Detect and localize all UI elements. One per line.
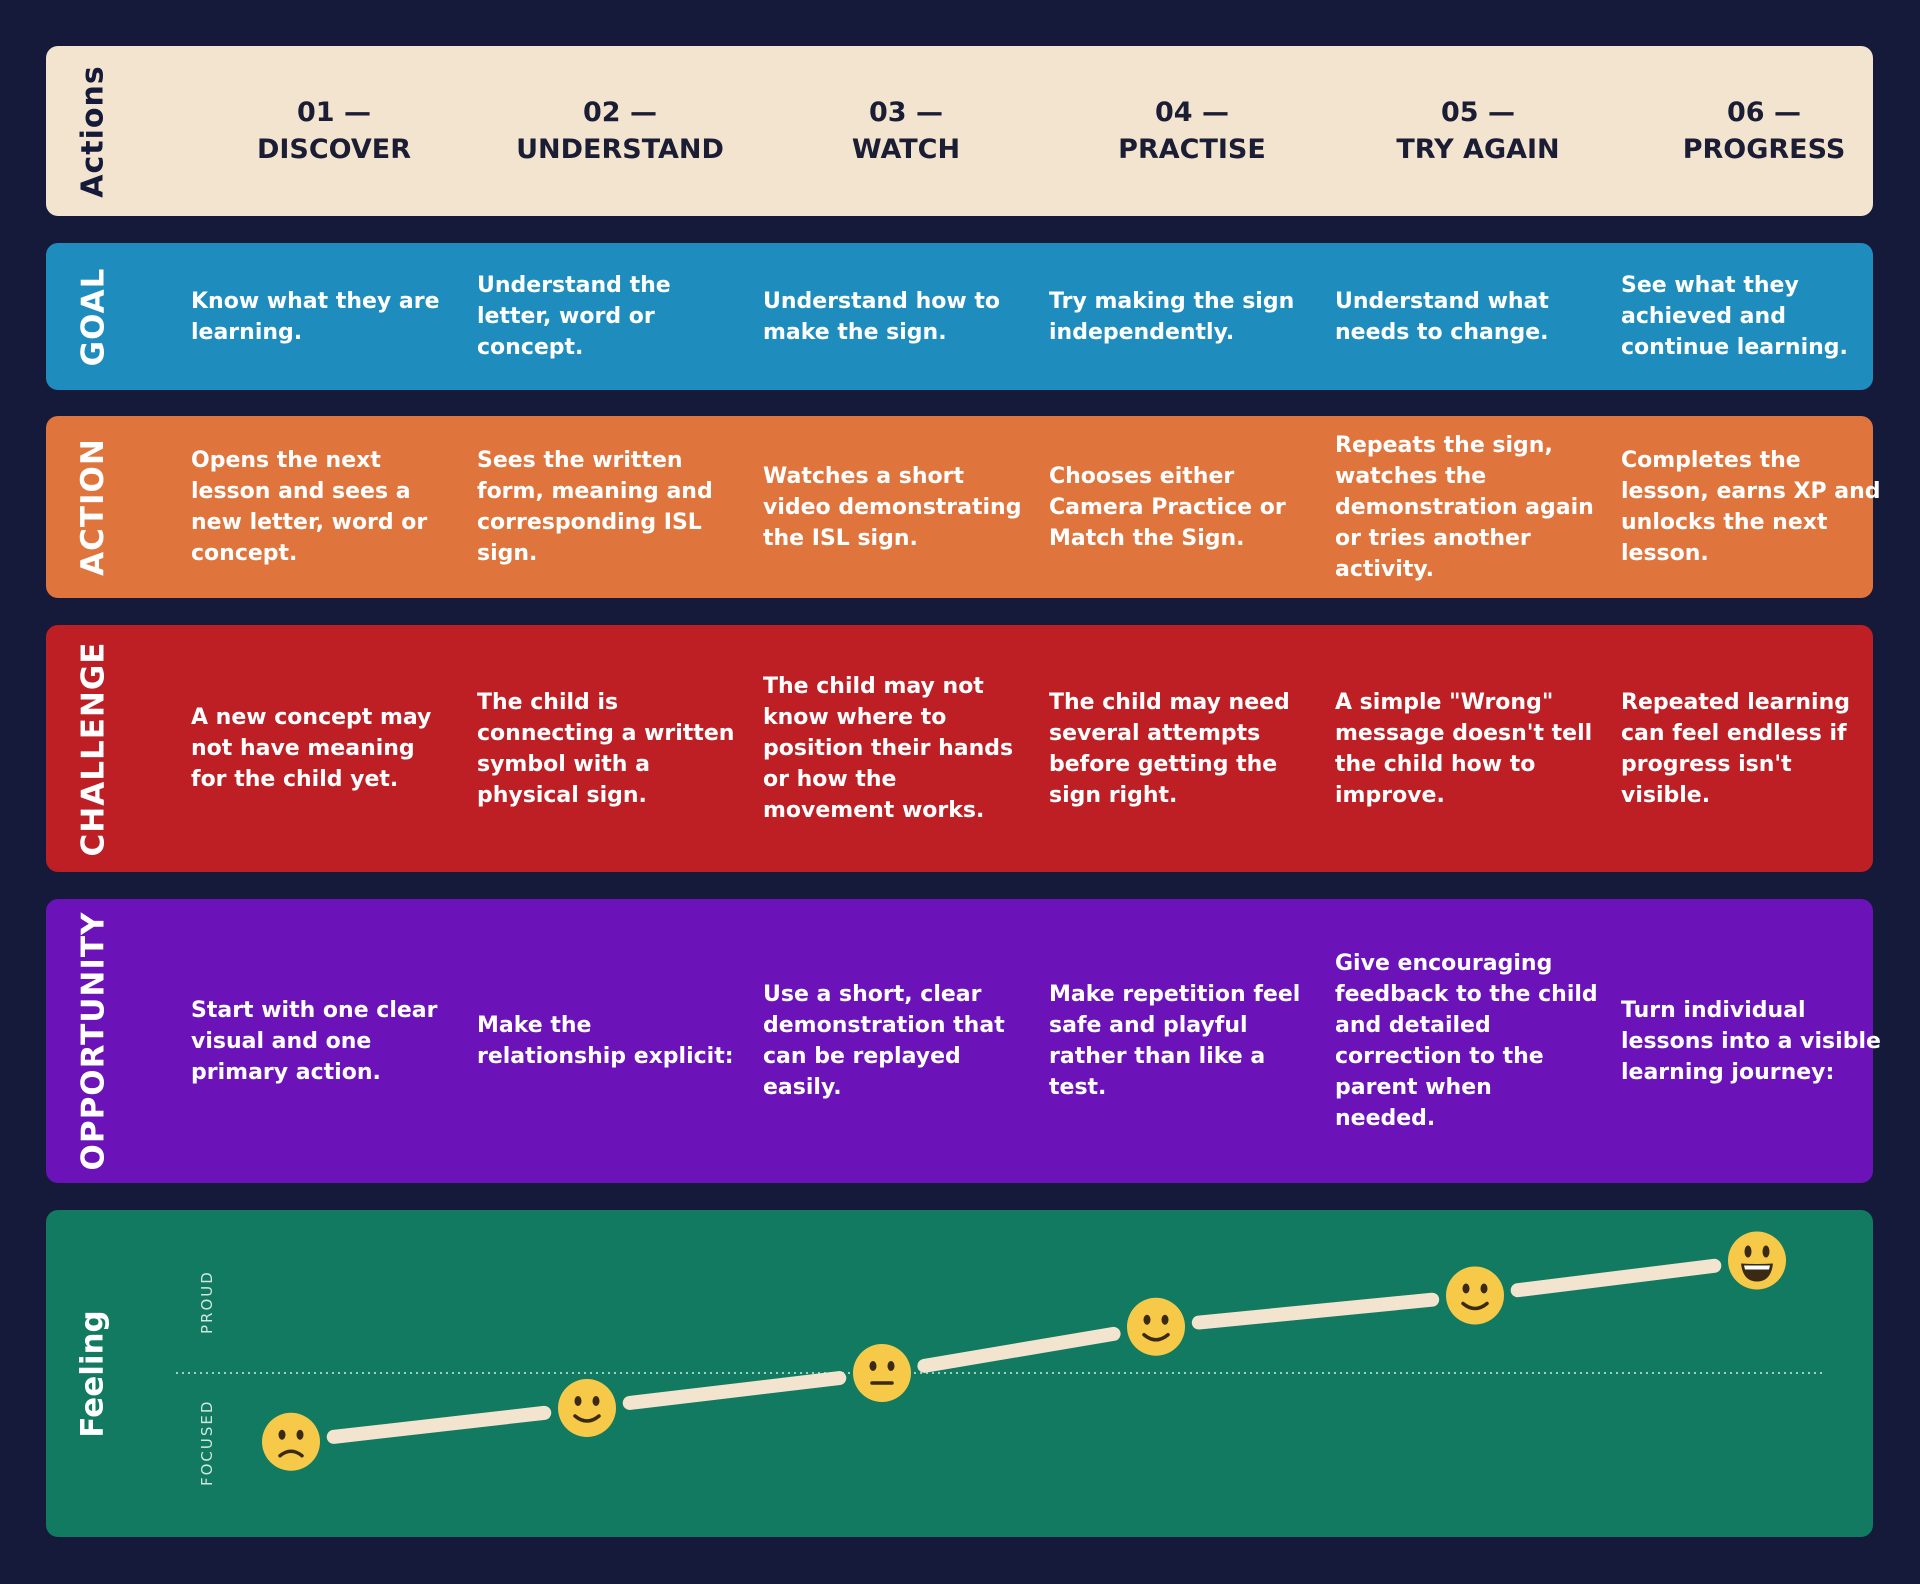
goal-cell: Understand how to make the sign. (763, 288, 1000, 345)
challenge-cell: The child may need several attempts befo… (1049, 689, 1290, 808)
step-name: PROGRESS (1682, 134, 1846, 165)
step-name: UNDERSTAND (516, 134, 724, 165)
sad-face-icon (262, 1412, 320, 1471)
step-name: DISCOVER (256, 134, 412, 165)
goal-cells: Know what they are learning. Understand … (191, 243, 1873, 390)
challenge-cell: A new concept may not have meaning for t… (191, 705, 432, 792)
opportunity-cell: Make repetition feel safe and playful ra… (1049, 982, 1301, 1100)
step-practise: 04 — PRACTISE (1049, 94, 1335, 168)
step-name: WATCH (851, 134, 961, 165)
step-number: 06 — (1727, 97, 1801, 128)
step-understand: 02 — UNDERSTAND (477, 94, 763, 168)
challenge-cell: Repeated learning can feel endless if pr… (1621, 689, 1850, 808)
step-number: 03 — (869, 97, 943, 128)
action-row-label: ACTION (75, 438, 112, 576)
goal-cell: Try making the sign independently. (1049, 288, 1295, 345)
row-label-container: Actions (46, 46, 140, 216)
challenge-cell: The child is connecting a written symbol… (477, 689, 735, 808)
step-watch: 03 — WATCH (763, 94, 1049, 168)
action-cell: Opens the next lesson and sees a new let… (191, 448, 428, 566)
step-number: 01 — (297, 97, 371, 128)
row-label-container: CHALLENGE (46, 625, 140, 872)
feeling-connector-line (1191, 1292, 1440, 1330)
actions-row-label: Actions (75, 64, 111, 198)
row-label-container: OPPORTUNITY (46, 899, 140, 1183)
row-label-container: GOAL (46, 243, 140, 390)
opportunity-cell: Turn individual lessons into a visible l… (1621, 997, 1881, 1085)
slight-smile-icon (1446, 1266, 1504, 1325)
step-number: 05 — (1441, 97, 1515, 128)
action-cell: Repeats the sign, watches the demonstrat… (1335, 432, 1594, 582)
feeling-connector-line (917, 1326, 1121, 1373)
opportunity-band: OPPORTUNITY Start with one clear visual … (46, 899, 1881, 1183)
feeling-connector-line (622, 1371, 847, 1410)
action-cells: Opens the next lesson and sees a new let… (191, 416, 1880, 598)
action-band: ACTION Opens the next lesson and sees a … (46, 416, 1880, 598)
opportunity-cell: Give encouraging feedback to the child a… (1335, 951, 1598, 1131)
action-cell: Completes the lesson, earns XP and unloc… (1621, 448, 1881, 566)
goal-row-label: GOAL (75, 267, 111, 366)
goal-band: GOAL Know what they are learning. Unders… (46, 243, 1873, 390)
goal-cell: Know what they are learning. (191, 288, 440, 345)
opportunity-cell: Start with one clear visual and one prim… (191, 997, 438, 1085)
feeling-connector-line (1510, 1258, 1722, 1298)
actions-header-band: Actions 01 — DISCOVER 02 — UNDERSTAND 03… (46, 46, 1873, 216)
goal-cell: See what they achieved and continue lear… (1621, 273, 1848, 360)
challenge-band: CHALLENGE A new concept may not have mea… (46, 625, 1873, 872)
opportunity-cell: Use a short, clear demonstration that ca… (763, 982, 1005, 1100)
action-cell: Sees the written form, meaning and corre… (477, 448, 713, 566)
feeling-band: Feeling PROUD FOCUSED (46, 1210, 1873, 1537)
challenge-cells: A new concept may not have meaning for t… (191, 625, 1873, 872)
step-name: TRY AGAIN (1396, 134, 1560, 165)
step-number: 02 — (583, 97, 657, 128)
action-cell: Watches a short video demonstrating the … (763, 463, 1022, 551)
challenge-cell: A simple "Wrong" message doesn't tell th… (1335, 689, 1593, 808)
challenge-cell: The child may not know where to position… (763, 674, 1014, 823)
step-try-again: 05 — TRY AGAIN (1335, 94, 1621, 168)
goal-cell: Understand what needs to change. (1335, 288, 1549, 345)
slight-smile-icon (558, 1379, 616, 1437)
neutral-face-icon (853, 1344, 911, 1402)
step-number: 04 — (1155, 97, 1229, 128)
goal-cell: Understand the letter, word or concept. (477, 273, 671, 360)
action-cell: Chooses either Camera Practice or Match … (1049, 463, 1286, 551)
row-label-container: ACTION (46, 416, 140, 598)
opportunity-cells: Start with one clear visual and one prim… (191, 899, 1881, 1183)
opportunity-cell: Make the relationship explicit: (477, 1013, 734, 1069)
grinning-face-icon (1728, 1231, 1786, 1290)
step-discover: 01 — DISCOVER (191, 94, 477, 168)
step-progress: 06 — PROGRESS (1621, 94, 1907, 168)
challenge-row-label: CHALLENGE (75, 641, 111, 856)
slight-smile-icon (1127, 1297, 1185, 1356)
feeling-connector-line (326, 1405, 552, 1444)
step-name: PRACTISE (1118, 134, 1266, 165)
opportunity-row-label: OPPORTUNITY (75, 911, 112, 1171)
feeling-curve (176, 1231, 1826, 1471)
step-columns: 01 — DISCOVER 02 — UNDERSTAND 03 — WATCH… (191, 46, 1873, 216)
